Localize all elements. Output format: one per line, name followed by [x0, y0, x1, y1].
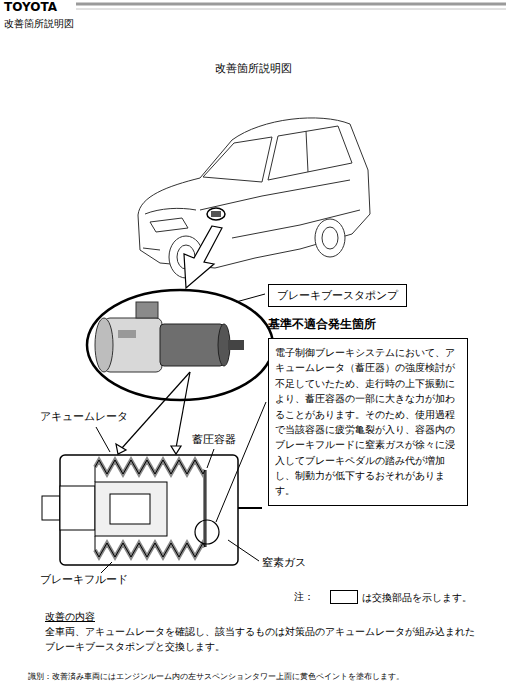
leader-line: [236, 294, 265, 302]
header-bar: [76, 3, 506, 6]
header-bar: [76, 9, 506, 10]
section-heading: 改善の内容: [45, 610, 95, 623]
accumulator-cutaway: [42, 455, 262, 565]
part-name: 窒素ガス: [262, 556, 306, 570]
part-name: 蓄圧容器: [192, 433, 236, 447]
body-text: 全車両、アキュームレータを確認し、該当するものは対策品のアキュームレータが組み込…: [45, 625, 475, 654]
page-title: 改善箇所説明図: [0, 62, 506, 76]
pump-drawing: [95, 302, 244, 372]
car-drawing: [138, 118, 370, 278]
callout-panel: 基準不適合発生箇所電子制御ブレーキシステムにおいて、アキュームレータ（蓄圧器）の…: [268, 316, 468, 506]
pointer-arrow: [184, 226, 222, 288]
legend-text: は交換部品を示します。: [362, 591, 472, 604]
panel-body: 電子制御ブレーキシステムにおいて、アキュームレータ（蓄圧器）の強度検討が不足して…: [275, 345, 461, 499]
legend-swatch: [330, 590, 358, 604]
footer-note: 識別：改善済み車両にはエンジンルーム内の左サスペンションタワー上面に黄色ペイント…: [28, 672, 504, 682]
panel-heading: 基準不適合発生箇所: [268, 316, 468, 333]
box-label: ブレーキブースタポンプ: [277, 288, 398, 303]
panel-frame: 電子制御ブレーキシステムにおいて、アキュームレータ（蓄圧器）の強度検討が不足して…: [268, 338, 468, 506]
pump-location: [207, 208, 225, 220]
callout-box: ブレーキブースタポンプ: [268, 284, 407, 307]
header-text: 改善箇所説明図: [4, 17, 74, 30]
part-name: アキュームレータ: [40, 410, 128, 424]
brand-logo: TOYOTA: [4, 0, 57, 16]
leader-line: [96, 402, 266, 574]
note-text: 注：: [294, 590, 314, 603]
part-name: ブレーキフルード: [40, 573, 128, 587]
